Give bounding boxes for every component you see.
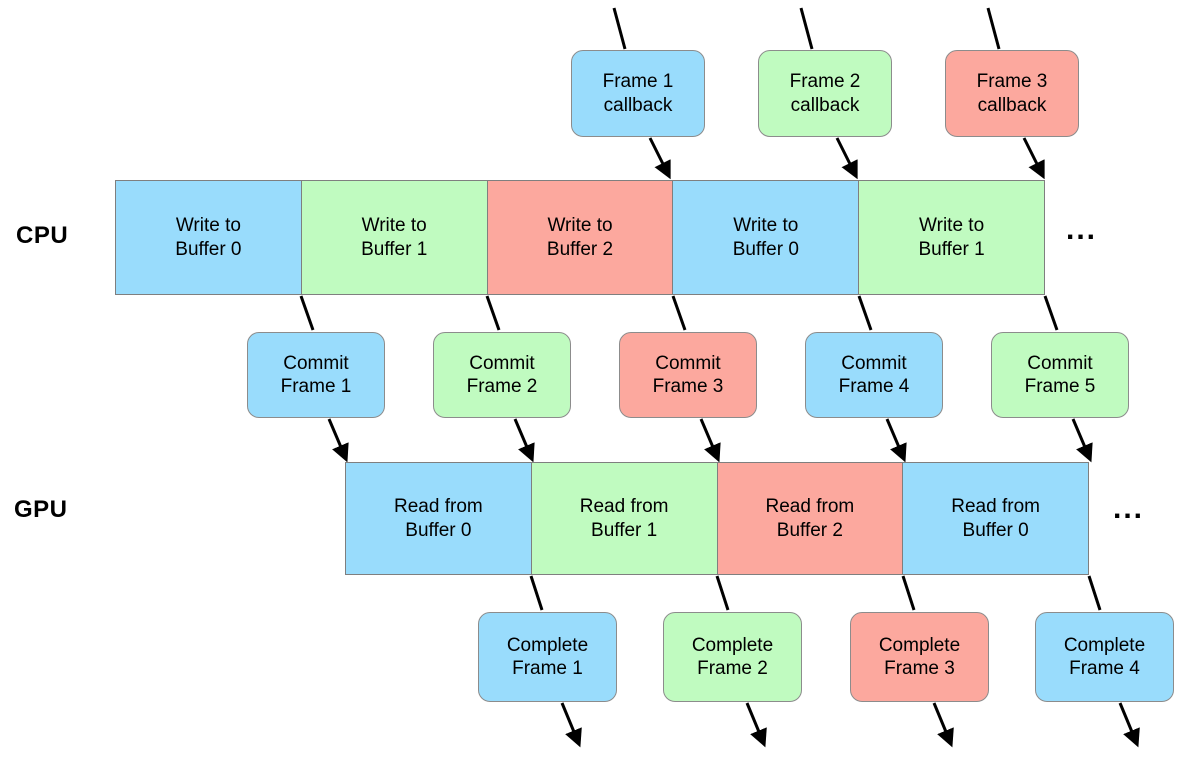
frame-1-callback-box: Frame 1 callback xyxy=(571,50,705,137)
gpu-to-complete-3-arrow xyxy=(901,575,916,611)
cpu-segment-3: Write to Buffer 2 xyxy=(486,181,673,294)
callback-1-to-cpu-arrow xyxy=(648,137,671,180)
complete-1-out-arrow xyxy=(560,702,582,748)
gpu-bar-ellipsis: ... xyxy=(1113,492,1145,525)
frame-2-callback-box: Frame 2 callback xyxy=(758,50,892,137)
cpu-segment-2: Write to Buffer 1 xyxy=(300,181,487,294)
cpu-segment-1: Write to Buffer 0 xyxy=(116,181,301,294)
gpu-row-label: GPU xyxy=(14,496,68,523)
cpu-bar: Write to Buffer 0 Write to Buffer 1 Writ… xyxy=(115,180,1045,295)
gpu-segment-1: Read from Buffer 0 xyxy=(346,463,531,574)
commit-1-to-gpu-arrow xyxy=(327,418,349,463)
gpu-to-complete-1-arrow xyxy=(529,575,544,611)
gpu-to-complete-4-arrow xyxy=(1087,575,1102,611)
commit-frame-3-box: Commit Frame 3 xyxy=(619,332,757,418)
cpu-segment-4: Write to Buffer 0 xyxy=(672,181,859,294)
cpu-to-commit-5-arrow xyxy=(1043,295,1059,331)
commit-5-to-gpu-arrow xyxy=(1071,418,1093,463)
gpu-segment-4: Read from Buffer 0 xyxy=(902,463,1088,574)
complete-frame-3-box: Complete Frame 3 xyxy=(850,612,989,702)
gpu-bar: Read from Buffer 0 Read from Buffer 1 Re… xyxy=(345,462,1089,575)
gpu-segment-3: Read from Buffer 2 xyxy=(716,463,903,574)
display-tick-2-arrow xyxy=(799,7,814,50)
cpu-to-commit-3-arrow xyxy=(671,295,687,331)
commit-frame-5-box: Commit Frame 5 xyxy=(991,332,1129,418)
display-tick-1-arrow xyxy=(612,7,627,50)
cpu-bar-ellipsis: ... xyxy=(1066,213,1098,246)
complete-2-out-arrow xyxy=(745,702,767,748)
complete-frame-4-box: Complete Frame 4 xyxy=(1035,612,1174,702)
complete-3-out-arrow xyxy=(932,702,954,748)
cpu-row-label: CPU xyxy=(16,222,69,249)
commit-frame-2-box: Commit Frame 2 xyxy=(433,332,571,418)
callback-3-to-cpu-arrow xyxy=(1022,137,1045,180)
commit-4-to-gpu-arrow xyxy=(885,418,907,463)
cpu-to-commit-4-arrow xyxy=(857,295,873,331)
frame-3-callback-box: Frame 3 callback xyxy=(945,50,1079,137)
cpu-to-commit-2-arrow xyxy=(485,295,501,331)
callback-2-to-cpu-arrow xyxy=(835,137,858,180)
commit-frame-1-box: Commit Frame 1 xyxy=(247,332,385,418)
display-tick-3-arrow xyxy=(986,7,1001,50)
cpu-to-commit-1-arrow xyxy=(299,295,315,331)
complete-4-out-arrow xyxy=(1118,702,1140,748)
commit-2-to-gpu-arrow xyxy=(513,418,535,463)
cpu-segment-5: Write to Buffer 1 xyxy=(858,181,1044,294)
gpu-to-complete-2-arrow xyxy=(715,575,730,611)
gpu-segment-2: Read from Buffer 1 xyxy=(530,463,717,574)
complete-frame-2-box: Complete Frame 2 xyxy=(663,612,802,702)
commit-frame-4-box: Commit Frame 4 xyxy=(805,332,943,418)
complete-frame-1-box: Complete Frame 1 xyxy=(478,612,617,702)
commit-3-to-gpu-arrow xyxy=(699,418,721,463)
